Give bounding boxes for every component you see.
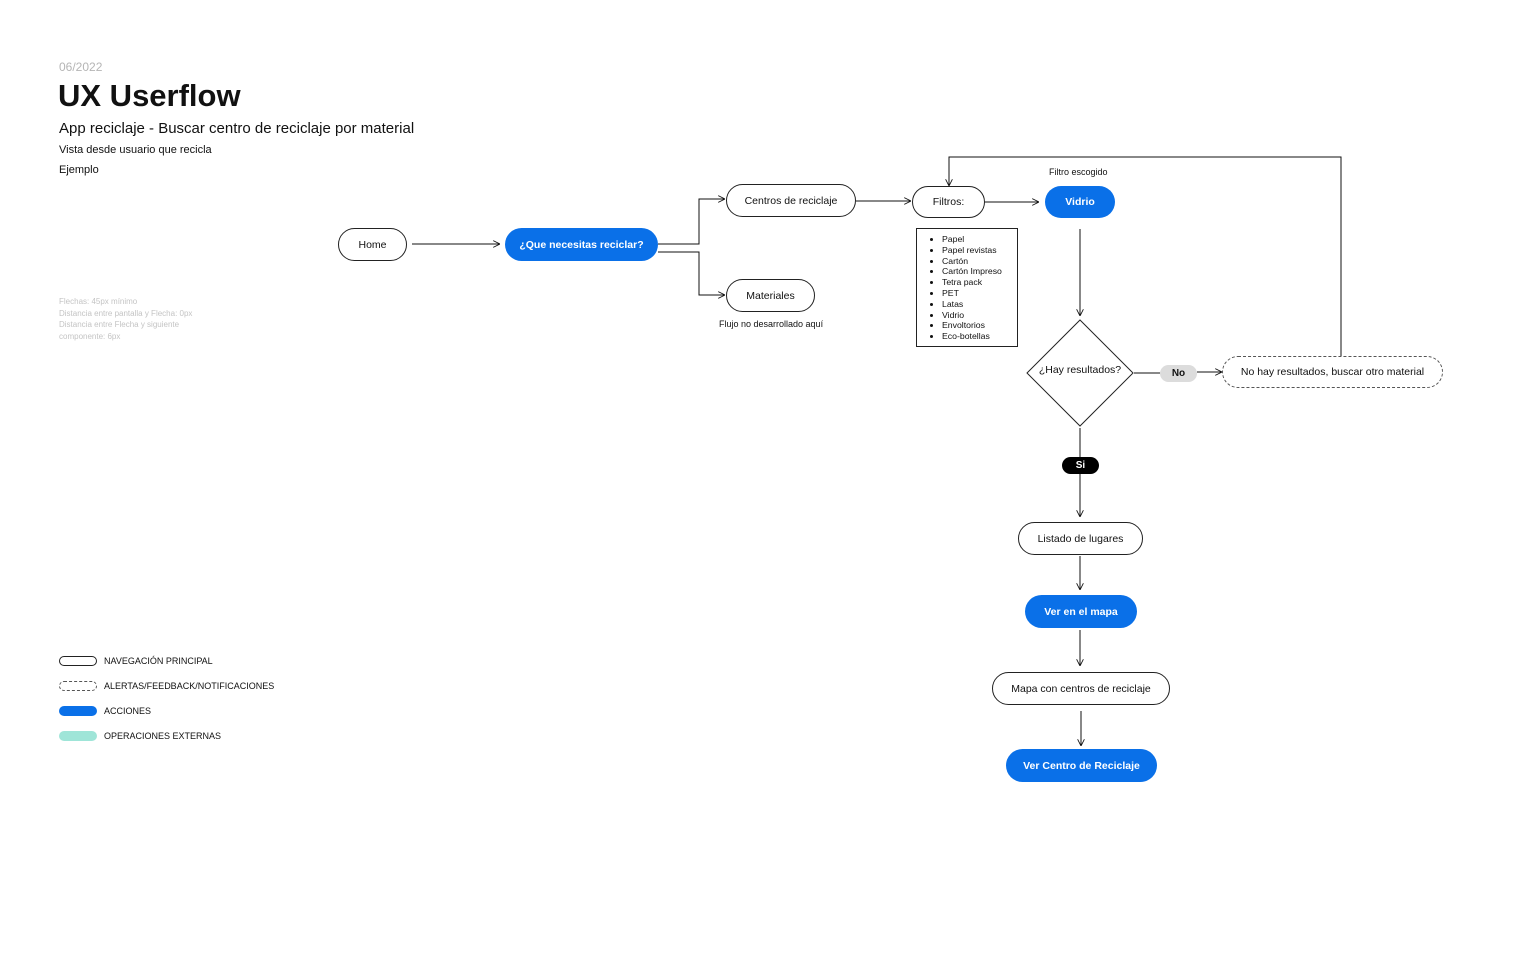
note-line: Distancia entre pantalla y Flecha: 0px [59, 308, 193, 318]
legend-alertas: ALERTAS/FEEDBACK/NOTIFICACIONES [59, 680, 274, 692]
page-subtitle: App reciclaje - Buscar centro de recicla… [59, 120, 415, 137]
node-vidrio[interactable]: Vidrio [1045, 186, 1115, 218]
loop-back-to-filtros [949, 156, 1342, 356]
example-label: Ejemplo [59, 164, 99, 176]
node-no-hay-resultados[interactable]: No hay resultados, buscar otro material [1222, 356, 1443, 388]
decision-diamond [1026, 319, 1134, 427]
filter-option[interactable]: Papel [942, 234, 1013, 245]
spacing-notes: Flechas: 45px mínimo Distancia entre pan… [59, 296, 229, 342]
legend-swatch-alertas [59, 681, 97, 691]
materiales-caption: Flujo no desarrollado aquí [719, 319, 824, 329]
filter-option[interactable]: Cartón [942, 256, 1013, 267]
note-line: Flechas: 45px mínimo [59, 297, 138, 306]
legend-externas: OPERACIONES EXTERNAS [59, 730, 221, 742]
filter-option[interactable]: Vidrio [942, 310, 1013, 321]
node-ver-centro-de-reciclaje[interactable]: Ver Centro de Reciclaje [1006, 749, 1157, 782]
node-mapa-con-centros[interactable]: Mapa con centros de reciclaje [992, 672, 1170, 705]
legend-label: OPERACIONES EXTERNAS [104, 731, 222, 741]
note-line: Distancia entre Flecha y siguiente [59, 320, 180, 329]
legend-swatch-acciones [59, 706, 97, 716]
node-filtros[interactable]: Filtros: [912, 186, 985, 218]
view-label: Vista desde usuario que recicla [59, 144, 212, 156]
legend-navegacion: NAVEGACIÓN PRINCIPAL [59, 655, 213, 667]
filter-option[interactable]: Eco-botellas [942, 331, 1013, 342]
filtro-escogido-label: Filtro escogido [1049, 167, 1108, 177]
filter-option[interactable]: PET [942, 288, 1013, 299]
filter-option[interactable]: Papel revistas [942, 245, 1013, 256]
legend-swatch-externas [59, 731, 97, 741]
node-listado-de-lugares[interactable]: Listado de lugares [1018, 522, 1143, 555]
node-ver-en-el-mapa[interactable]: Ver en el mapa [1025, 595, 1137, 628]
filter-option[interactable]: Envoltorios [942, 320, 1013, 331]
filter-option[interactable]: Cartón Impreso [942, 266, 1013, 277]
date-label: 06/2022 [59, 60, 103, 74]
filter-option[interactable]: Tetra pack [942, 277, 1013, 288]
legend-label: ACCIONES [104, 706, 152, 716]
node-que-necesitas-reciclar[interactable]: ¿Que necesitas reciclar? [505, 228, 658, 261]
legend-label: NAVEGACIÓN PRINCIPAL [104, 656, 213, 666]
branch-si-tag: Si [1062, 457, 1099, 474]
note-line: componente: 6px [59, 331, 121, 341]
arrow-question-to-materiales [658, 251, 725, 295]
legend-acciones: ACCIONES [59, 705, 151, 717]
arrow-question-to-centros [658, 199, 725, 245]
filter-option[interactable]: Latas [942, 299, 1013, 310]
decision-hay-resultados: ¿Hay resultados? [1038, 364, 1122, 376]
filter-options-list: Papel Papel revistas Cartón Cartón Impre… [916, 228, 1018, 347]
node-centros-de-reciclaje[interactable]: Centros de reciclaje [726, 184, 856, 217]
node-home[interactable]: Home [338, 228, 407, 261]
branch-no-tag: No [1160, 365, 1197, 382]
node-materiales[interactable]: Materiales [726, 279, 815, 312]
legend-label: ALERTAS/FEEDBACK/NOTIFICACIONES [104, 681, 275, 691]
page-title: UX Userflow [58, 78, 241, 113]
legend-swatch-navegacion [59, 656, 97, 666]
